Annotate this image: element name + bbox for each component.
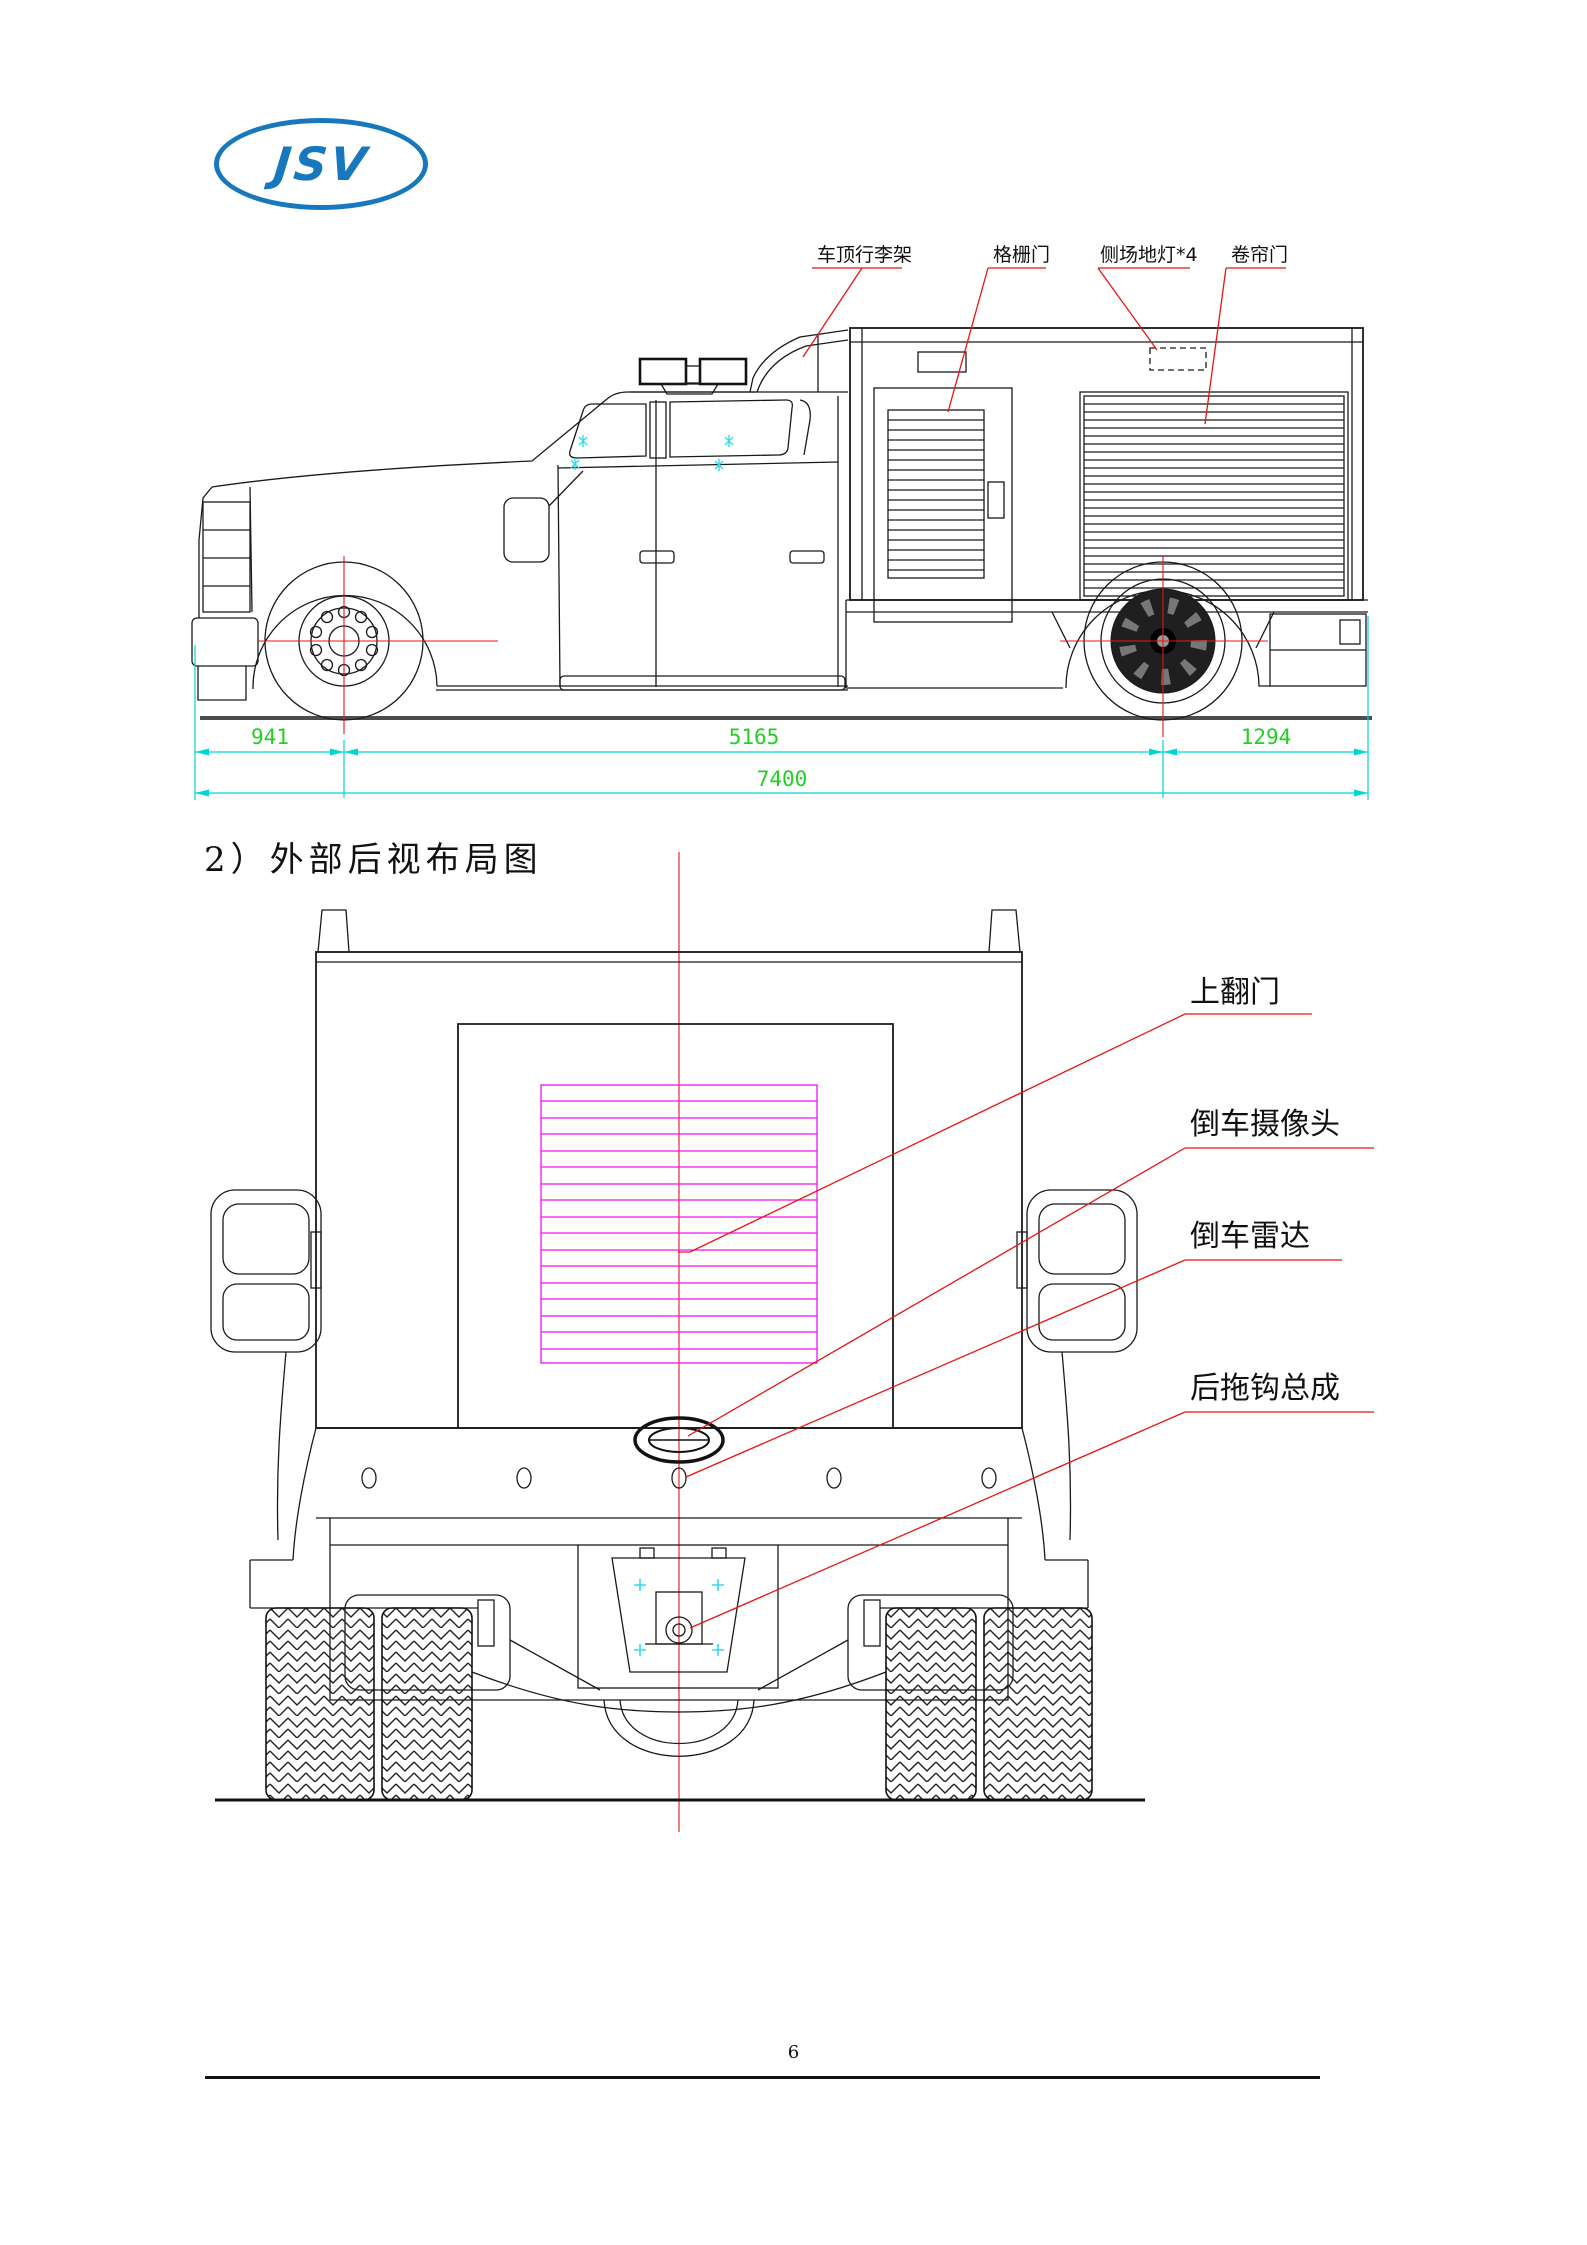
grille-door (873, 387, 1013, 623)
plate-markers (634, 1579, 724, 1656)
dimension-lines: 941 5165 1294 7400 (194, 616, 1369, 800)
roof-tab (317, 909, 350, 953)
right-mirror (1016, 1189, 1138, 1541)
leader-tow-hook (689, 1411, 1374, 1629)
leader-roller-door (1204, 267, 1286, 425)
roof-tab (988, 909, 1021, 953)
rear-louver-panel (540, 1084, 818, 1364)
side-scene-light (1149, 347, 1207, 371)
rear-view-callouts: 上翻门 倒车摄像头 倒车雷达 后拖钩总成 (678, 975, 1374, 1629)
rear-wheel (1060, 556, 1268, 737)
side-view-drawing: 车顶行李架 格栅门 侧场地灯*4 卷帘门 941 5165 (191, 244, 1372, 800)
left-mirror (210, 1189, 322, 1541)
label-reverse-radar: 倒车雷达 (1190, 1219, 1310, 1254)
truck-cab (191, 357, 848, 701)
roller-shutter-door (1079, 391, 1349, 601)
side-view-callouts: 车顶行李架 格栅门 侧场地灯*4 卷帘门 (802, 244, 1288, 425)
page-number: 6 (787, 2042, 800, 2063)
dim-wheelbase: 5165 (729, 725, 780, 749)
label-grille-door: 格栅门 (993, 244, 1050, 266)
dim-rear-overhang: 1294 (1241, 725, 1292, 749)
label-roof-rack: 车顶行李架 (817, 244, 912, 266)
tail-light (1339, 619, 1361, 645)
wheel-centerline (258, 556, 498, 734)
leader-grille-door (947, 267, 1046, 413)
front-bumper (191, 617, 259, 667)
leader-reverse-camera (687, 1147, 1374, 1437)
label-side-light: 侧场地灯*4 (1100, 244, 1198, 266)
footer-rule (205, 2076, 1320, 2079)
grille-door-handle (987, 481, 1005, 519)
roof-light-bar (630, 357, 755, 395)
leader-side-light (1097, 267, 1190, 351)
jsv-logo: JSV (214, 118, 428, 210)
leader-reverse-radar (685, 1259, 1342, 1478)
box-vent (917, 351, 967, 373)
rear-body (315, 909, 1023, 1519)
front-grille (202, 501, 251, 613)
running-board (559, 675, 846, 691)
dim-total-length: 7400 (757, 767, 808, 791)
label-roller-door: 卷帘门 (1231, 244, 1288, 266)
leader-roof-rack (802, 267, 902, 358)
wheel-centerline (1060, 556, 1268, 737)
roof-rack-deflector (749, 329, 849, 393)
dim-front-overhang: 941 (251, 725, 289, 749)
label-flip-door: 上翻门 (1190, 975, 1280, 1010)
front-door-window (569, 403, 647, 459)
license-plate (611, 1557, 746, 1673)
glass-marks (570, 435, 734, 471)
leader-flip-door (678, 1013, 1312, 1253)
rear-fenders (249, 1427, 1089, 1609)
door-handle (639, 550, 675, 564)
license-plate-recess (577, 1544, 779, 1689)
reverse-radar-sensors (361, 1467, 997, 1489)
section-heading: 2）外部后视布局图 (204, 840, 543, 880)
side-mirror (503, 497, 550, 563)
tow-hook (665, 1616, 693, 1644)
rear-view-drawing: 上翻门 倒车摄像头 倒车雷达 后拖钩总成 (210, 852, 1374, 1832)
jsv-logo-text: JSV (270, 137, 372, 191)
front-wheel (258, 556, 498, 734)
undercarriage (471, 1591, 887, 1757)
rear-door-window (669, 399, 794, 458)
box-body (749, 327, 1368, 689)
label-reverse-camera: 倒车摄像头 (1190, 1107, 1340, 1142)
label-tow-hook: 后拖钩总成 (1190, 1371, 1340, 1406)
door-handle (789, 550, 825, 564)
flip-up-door (457, 1023, 894, 1428)
b-pillar (649, 401, 667, 459)
